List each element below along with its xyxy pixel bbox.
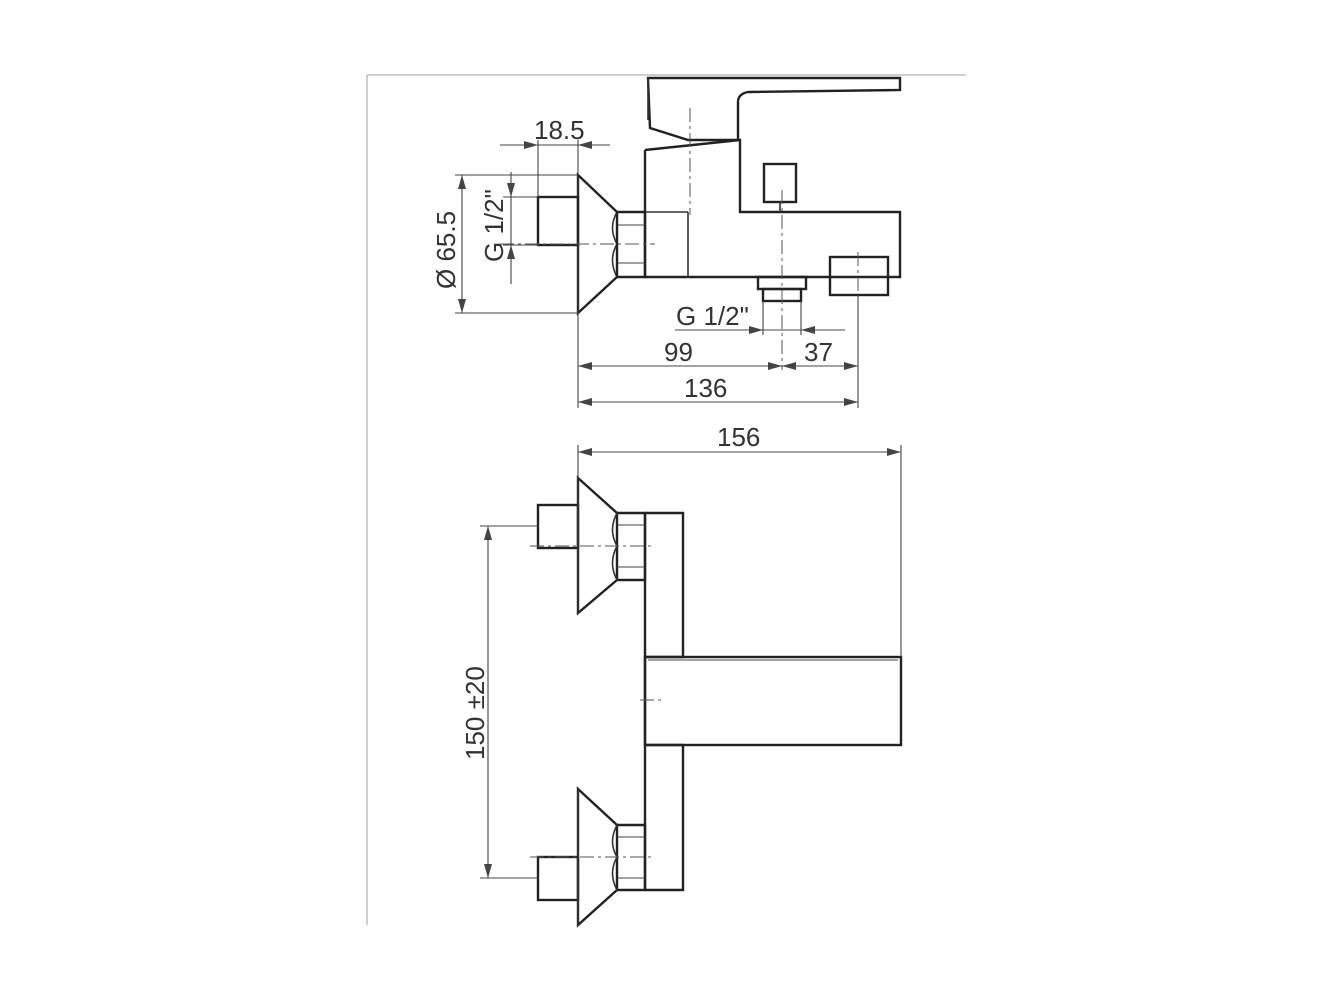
label-156: 156 <box>717 422 760 452</box>
label-136: 136 <box>684 373 727 403</box>
front-view <box>530 475 903 928</box>
dim-inlet-thread: G 1/2" <box>479 172 538 284</box>
label-150-20: 150 ±20 <box>460 666 490 760</box>
dim-156: 156 <box>577 422 902 657</box>
dim-99-37: 99 37 <box>577 295 859 408</box>
label-18-5: 18.5 <box>534 115 585 145</box>
label-inlet-thread: G 1/2" <box>479 189 509 262</box>
label-outlet-thread: G 1/2" <box>676 301 749 331</box>
dim-136: 136 <box>578 373 858 406</box>
drawing-frame <box>366 74 966 925</box>
side-view <box>500 76 902 370</box>
label-99: 99 <box>664 337 693 367</box>
dim-18-5: 18.5 <box>500 115 610 197</box>
label-37: 37 <box>804 337 833 367</box>
label-diameter-65-5: Ø 65.5 <box>431 211 461 289</box>
dim-diameter-65-5: Ø 65.5 <box>431 174 578 314</box>
dim-150-20: 150 ±20 <box>460 525 538 879</box>
dim-outlet-thread: G 1/2" <box>675 301 845 335</box>
